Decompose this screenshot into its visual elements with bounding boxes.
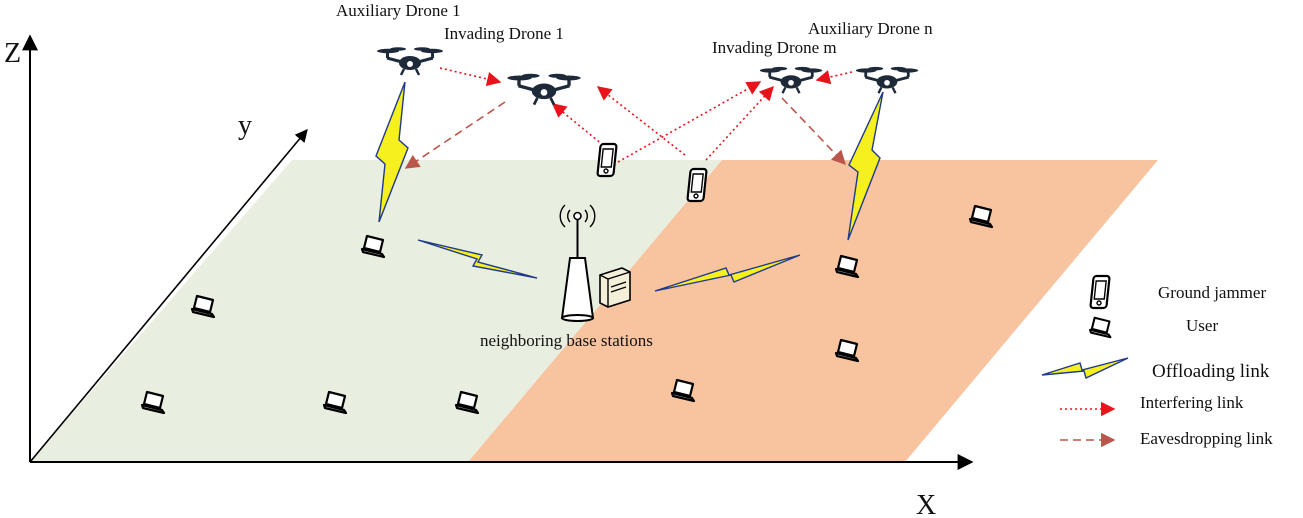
invading-drone-1-label: Invading Drone 1 — [444, 24, 564, 43]
legend-eavesdropping-link-label: Eavesdropping link — [1140, 429, 1273, 448]
auxiliary-drone-n-label: Auxiliary Drone n — [808, 19, 933, 38]
legend-ground-jammer-label: Ground jammer — [1158, 283, 1266, 302]
x-axis-label: X — [916, 490, 936, 518]
offloading-link-user-bs-left — [417, 239, 538, 279]
legend-interfering-link-label: Interfering link — [1140, 393, 1244, 412]
y-axis-label: y — [238, 110, 252, 141]
legend-offloading-link-icon — [1041, 357, 1129, 379]
ground-jammer-icon — [686, 167, 708, 203]
ground-jammer-icon — [596, 142, 618, 178]
auxiliary-drone-1-icon — [375, 45, 445, 77]
z-axis-label: Z — [4, 38, 21, 69]
right-region — [468, 160, 1158, 462]
base-station-label: neighboring base stations — [480, 331, 653, 350]
offloading-links — [375, 81, 884, 292]
auxiliary-drone-n-icon — [854, 65, 920, 95]
offloading-link-aux1 — [375, 81, 409, 223]
legend-offloading-link-label: Offloading link — [1152, 361, 1270, 382]
offloading-link-auxn — [847, 91, 884, 241]
invading-drone-m-label: Invading Drone m — [712, 38, 837, 57]
legend-user-icon — [1088, 316, 1112, 339]
axes — [22, 34, 974, 470]
auxiliary-drone-1-label: Auxiliary Drone 1 — [336, 1, 461, 20]
interfering-links — [439, 67, 853, 163]
server-icon — [599, 267, 631, 308]
invading-drone-1-icon — [505, 72, 583, 107]
offloading-link-user-bs-right — [654, 254, 801, 292]
left-region — [30, 160, 722, 462]
legend: Ground jammer User Offloading link Inter… — [1041, 274, 1273, 448]
base-station-tower-icon — [559, 204, 596, 322]
invading-drone-m-icon — [758, 65, 824, 95]
legend-user-label: User — [1186, 316, 1218, 335]
eavesdropping-links — [404, 97, 846, 169]
legend-ground-jammer-icon — [1089, 274, 1111, 310]
